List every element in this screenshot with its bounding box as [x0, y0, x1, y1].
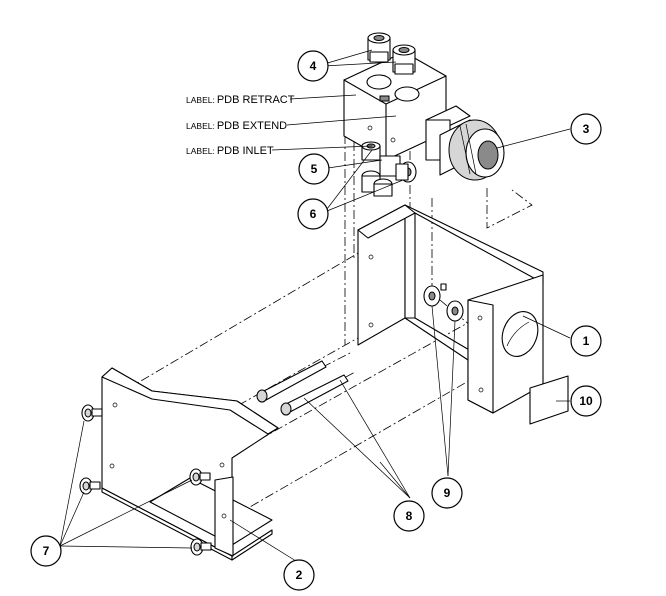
callout-7: 7: [30, 535, 62, 567]
leader-lines: [59, 49, 571, 567]
svg-text:10: 10: [579, 394, 593, 408]
top-fittings: [367, 32, 416, 75]
label-pdb-extend: LABEL:PDB EXTEND: [186, 120, 287, 132]
callout-5: 5: [298, 153, 330, 185]
svg-text:8: 8: [406, 509, 413, 523]
button-screws: [79, 404, 212, 556]
callout-4: 4: [297, 50, 329, 82]
long-screws: [256, 360, 349, 416]
label-pdb-inlet: LABEL:PDB INLET: [186, 145, 274, 157]
callout-2: 2: [283, 559, 315, 591]
svg-text:7: 7: [43, 544, 50, 558]
svg-text:5: 5: [311, 162, 318, 176]
svg-text:1: 1: [583, 334, 590, 348]
callout-10: 10: [570, 385, 602, 417]
callout-6: 6: [297, 198, 329, 230]
standoffs: [423, 283, 464, 322]
l-bracket: [101, 367, 279, 561]
svg-text:6: 6: [310, 207, 317, 221]
callout-1: 1: [570, 325, 602, 357]
port-labels: LABEL:PDB RETRACT LABEL:PDB EXTEND LABEL…: [186, 94, 295, 157]
lower-fittings: [361, 141, 417, 197]
callout-9: 9: [431, 477, 463, 509]
label-pdb-retract: LABEL:PDB RETRACT: [186, 94, 295, 106]
u-bracket: [357, 204, 544, 414]
svg-text:4: 4: [310, 59, 317, 73]
svg-text:2: 2: [296, 568, 303, 582]
svg-text:9: 9: [444, 486, 451, 500]
pressure-gauge: [425, 105, 505, 181]
svg-text:3: 3: [583, 122, 590, 136]
label-plate: [529, 375, 569, 425]
callout-3: 3: [570, 113, 602, 145]
callout-8: 8: [393, 500, 425, 532]
manifold-block: [343, 51, 447, 161]
